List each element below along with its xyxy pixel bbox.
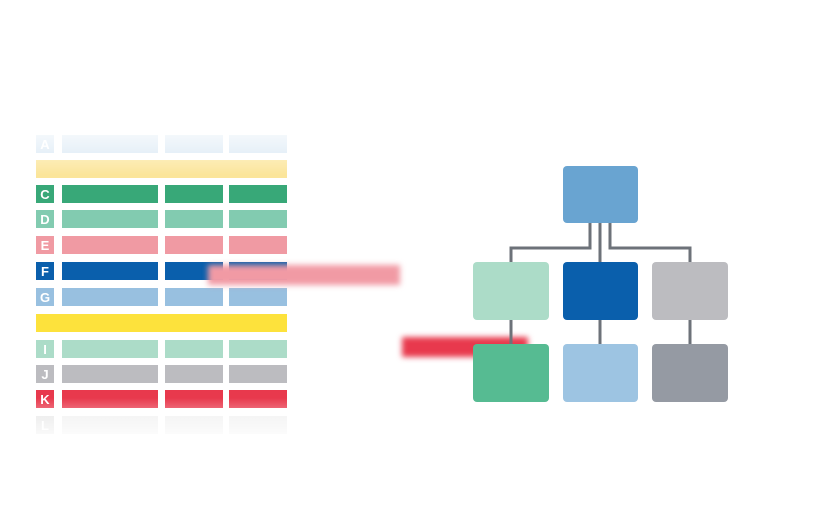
org-node-mint — [473, 262, 549, 320]
row-label-e: E — [36, 236, 54, 254]
org-node-root — [563, 166, 638, 223]
table-cell — [165, 288, 223, 306]
table-cell — [36, 314, 287, 332]
table-cell — [229, 288, 287, 306]
org-node-green — [473, 344, 549, 402]
table-bottom-fade — [30, 398, 300, 444]
row-label-g: G — [36, 288, 54, 306]
table-cell — [165, 185, 223, 203]
table-cell — [62, 262, 158, 280]
table-cell — [62, 185, 158, 203]
org-node-blue — [563, 262, 638, 320]
row-label-j: J — [36, 365, 54, 383]
table-cell — [62, 288, 158, 306]
table-cell — [62, 365, 158, 383]
row-label-c: C — [36, 185, 54, 203]
table-cell — [165, 236, 223, 254]
table-top-fade — [30, 125, 300, 175]
org-node-lightblue — [563, 344, 638, 402]
org-node-slate — [652, 344, 728, 402]
table-cell — [165, 365, 223, 383]
row-label-f: F — [36, 262, 54, 280]
table-cell — [62, 236, 158, 254]
table-cell — [165, 210, 223, 228]
table-cell — [229, 210, 287, 228]
table-cell — [165, 340, 223, 358]
row-label-d: D — [36, 210, 54, 228]
row-label-i: I — [36, 340, 54, 358]
table-cell — [62, 210, 158, 228]
table-cell — [229, 236, 287, 254]
org-node-gray — [652, 262, 728, 320]
table-cell — [62, 340, 158, 358]
table-cell — [229, 185, 287, 203]
table-cell — [229, 340, 287, 358]
table-cell — [229, 365, 287, 383]
pink-motion-bar — [208, 265, 400, 285]
